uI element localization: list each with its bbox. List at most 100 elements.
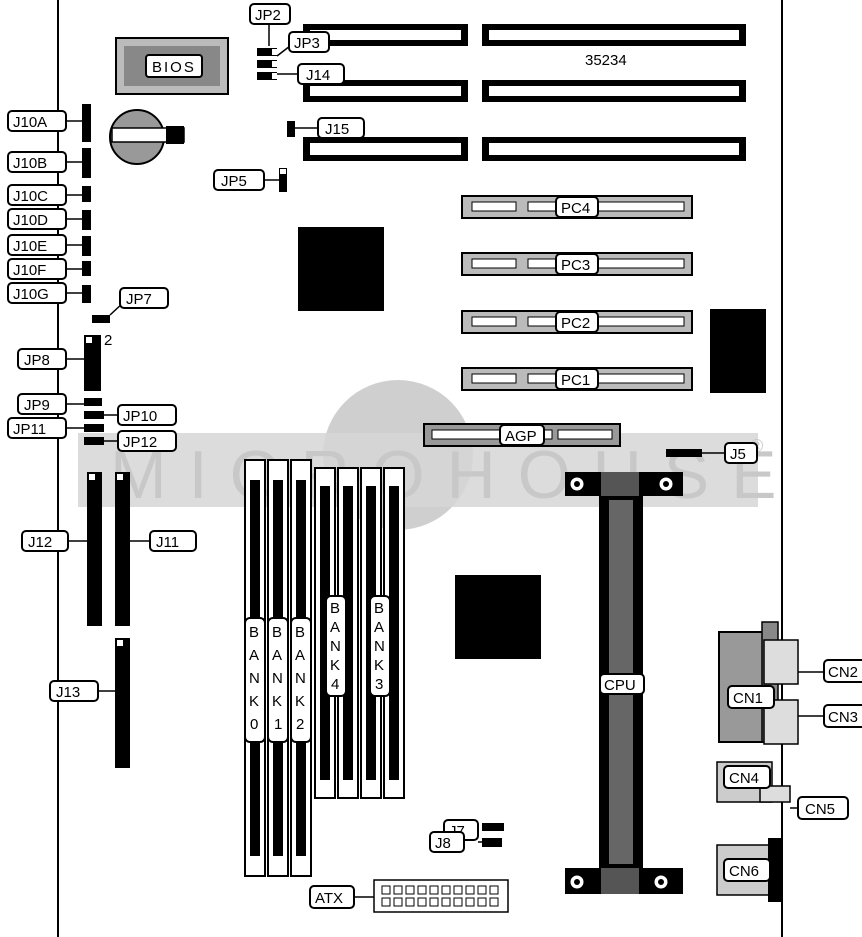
svg-text:B: B	[295, 624, 305, 641]
watermark-text: MICROHOUSE	[110, 437, 798, 513]
svg-text:PC2: PC2	[561, 315, 590, 332]
label-cpu: CPU	[599, 673, 645, 695]
jp8-pin-number: 2	[104, 332, 112, 349]
svg-text:B: B	[330, 600, 340, 617]
label-jp10: JP10	[117, 404, 177, 426]
label-jp12: JP12	[117, 430, 177, 452]
label-atx: ATX	[309, 885, 355, 909]
bios-label: BIOS	[152, 59, 196, 76]
svg-text:A: A	[374, 619, 384, 636]
label-j10e: J10E	[7, 234, 67, 256]
label-pc4: PC4	[555, 196, 599, 218]
label-pc1: PC1	[555, 368, 599, 390]
jumper-blocks-top	[257, 48, 295, 192]
svg-text:A: A	[295, 647, 305, 664]
svg-text:J11: J11	[156, 534, 179, 551]
svg-text:JP7: JP7	[126, 291, 152, 308]
svg-text:ATX: ATX	[315, 890, 343, 907]
label-j12: J12	[21, 530, 69, 552]
svg-text:A: A	[249, 647, 259, 664]
svg-text:JP3: JP3	[294, 35, 320, 52]
bios-chip: BIOS	[115, 37, 229, 95]
battery	[109, 109, 185, 165]
svg-text:J10B: J10B	[13, 155, 47, 172]
label-cn2: CN2	[823, 659, 862, 683]
svg-text:J8: J8	[435, 835, 451, 852]
label-j11: J11	[149, 530, 197, 552]
svg-text:CN1: CN1	[733, 690, 763, 707]
svg-text:J10D: J10D	[13, 212, 48, 229]
svg-text:N: N	[249, 670, 260, 687]
label-pc3: PC3	[555, 253, 599, 275]
svg-text:J14: J14	[306, 67, 330, 84]
label-jp11: JP11	[7, 417, 67, 439]
label-pc2: PC2	[555, 311, 599, 333]
label-j10d: J10D	[7, 208, 67, 230]
label-j15: J15	[317, 117, 365, 139]
label-j5: J5	[724, 442, 758, 464]
label-j10a: J10A	[7, 110, 67, 132]
svg-text:J15: J15	[325, 121, 349, 138]
svg-text:A: A	[272, 647, 282, 664]
svg-text:PC4: PC4	[561, 200, 590, 217]
svg-text:J10F: J10F	[13, 262, 46, 279]
svg-text:JP9: JP9	[24, 397, 50, 414]
j10-headers	[82, 104, 91, 303]
label-cn5: CN5	[797, 796, 849, 820]
label-jp5: JP5	[213, 169, 265, 191]
j7-header	[482, 823, 504, 831]
svg-text:J12: J12	[28, 534, 52, 551]
svg-text:B: B	[249, 624, 259, 641]
svg-text:CN3: CN3	[828, 709, 858, 726]
label-cn6: CN6	[723, 858, 771, 882]
svg-text:JP10: JP10	[123, 408, 157, 425]
svg-text:J10C: J10C	[13, 188, 48, 205]
label-cn1: CN1	[727, 685, 775, 709]
svg-text:JP5: JP5	[221, 173, 247, 190]
svg-text:J10A: J10A	[13, 114, 47, 131]
svg-text:3: 3	[375, 676, 383, 693]
jp-blocks-left	[84, 315, 110, 445]
svg-text:CN5: CN5	[805, 801, 835, 818]
svg-text:PC1: PC1	[561, 372, 590, 389]
svg-text:J5: J5	[730, 446, 746, 463]
isa-slots	[303, 24, 746, 161]
svg-text:N: N	[374, 638, 385, 655]
svg-text:JP8: JP8	[24, 352, 50, 369]
label-j13: J13	[49, 680, 99, 702]
svg-text:4: 4	[331, 676, 339, 693]
label-j10f: J10F	[7, 258, 67, 280]
svg-text:N: N	[330, 638, 341, 655]
svg-text:N: N	[295, 670, 306, 687]
label-jp8: JP8	[17, 348, 67, 370]
rear-io	[716, 621, 799, 902]
svg-text:B: B	[374, 600, 384, 617]
svg-text:0: 0	[250, 716, 258, 733]
svg-text:K: K	[330, 657, 340, 674]
label-agp: AGP	[499, 424, 545, 446]
svg-text:N: N	[272, 670, 283, 687]
svg-text:CPU: CPU	[604, 677, 636, 694]
board-number: 35234	[585, 52, 627, 69]
label-j14: J14	[297, 63, 345, 85]
labels: JP2 JP3 J14 J15 JP5 J10A J10B J10C J10D …	[7, 3, 862, 909]
svg-text:J13: J13	[56, 684, 80, 701]
svg-text:J10E: J10E	[13, 238, 47, 255]
svg-text:B: B	[272, 624, 282, 641]
ide-headers	[87, 472, 130, 768]
svg-text:AGP: AGP	[505, 428, 537, 445]
svg-text:JP2: JP2	[255, 7, 281, 24]
svg-text:A: A	[330, 619, 340, 636]
svg-text:J10G: J10G	[13, 286, 49, 303]
label-j10c: J10C	[7, 184, 67, 206]
label-j10g: J10G	[7, 282, 67, 304]
leader-lines	[66, 24, 824, 898]
label-jp9: JP9	[17, 393, 67, 415]
chipsets	[298, 227, 766, 659]
svg-text:K: K	[295, 693, 305, 710]
